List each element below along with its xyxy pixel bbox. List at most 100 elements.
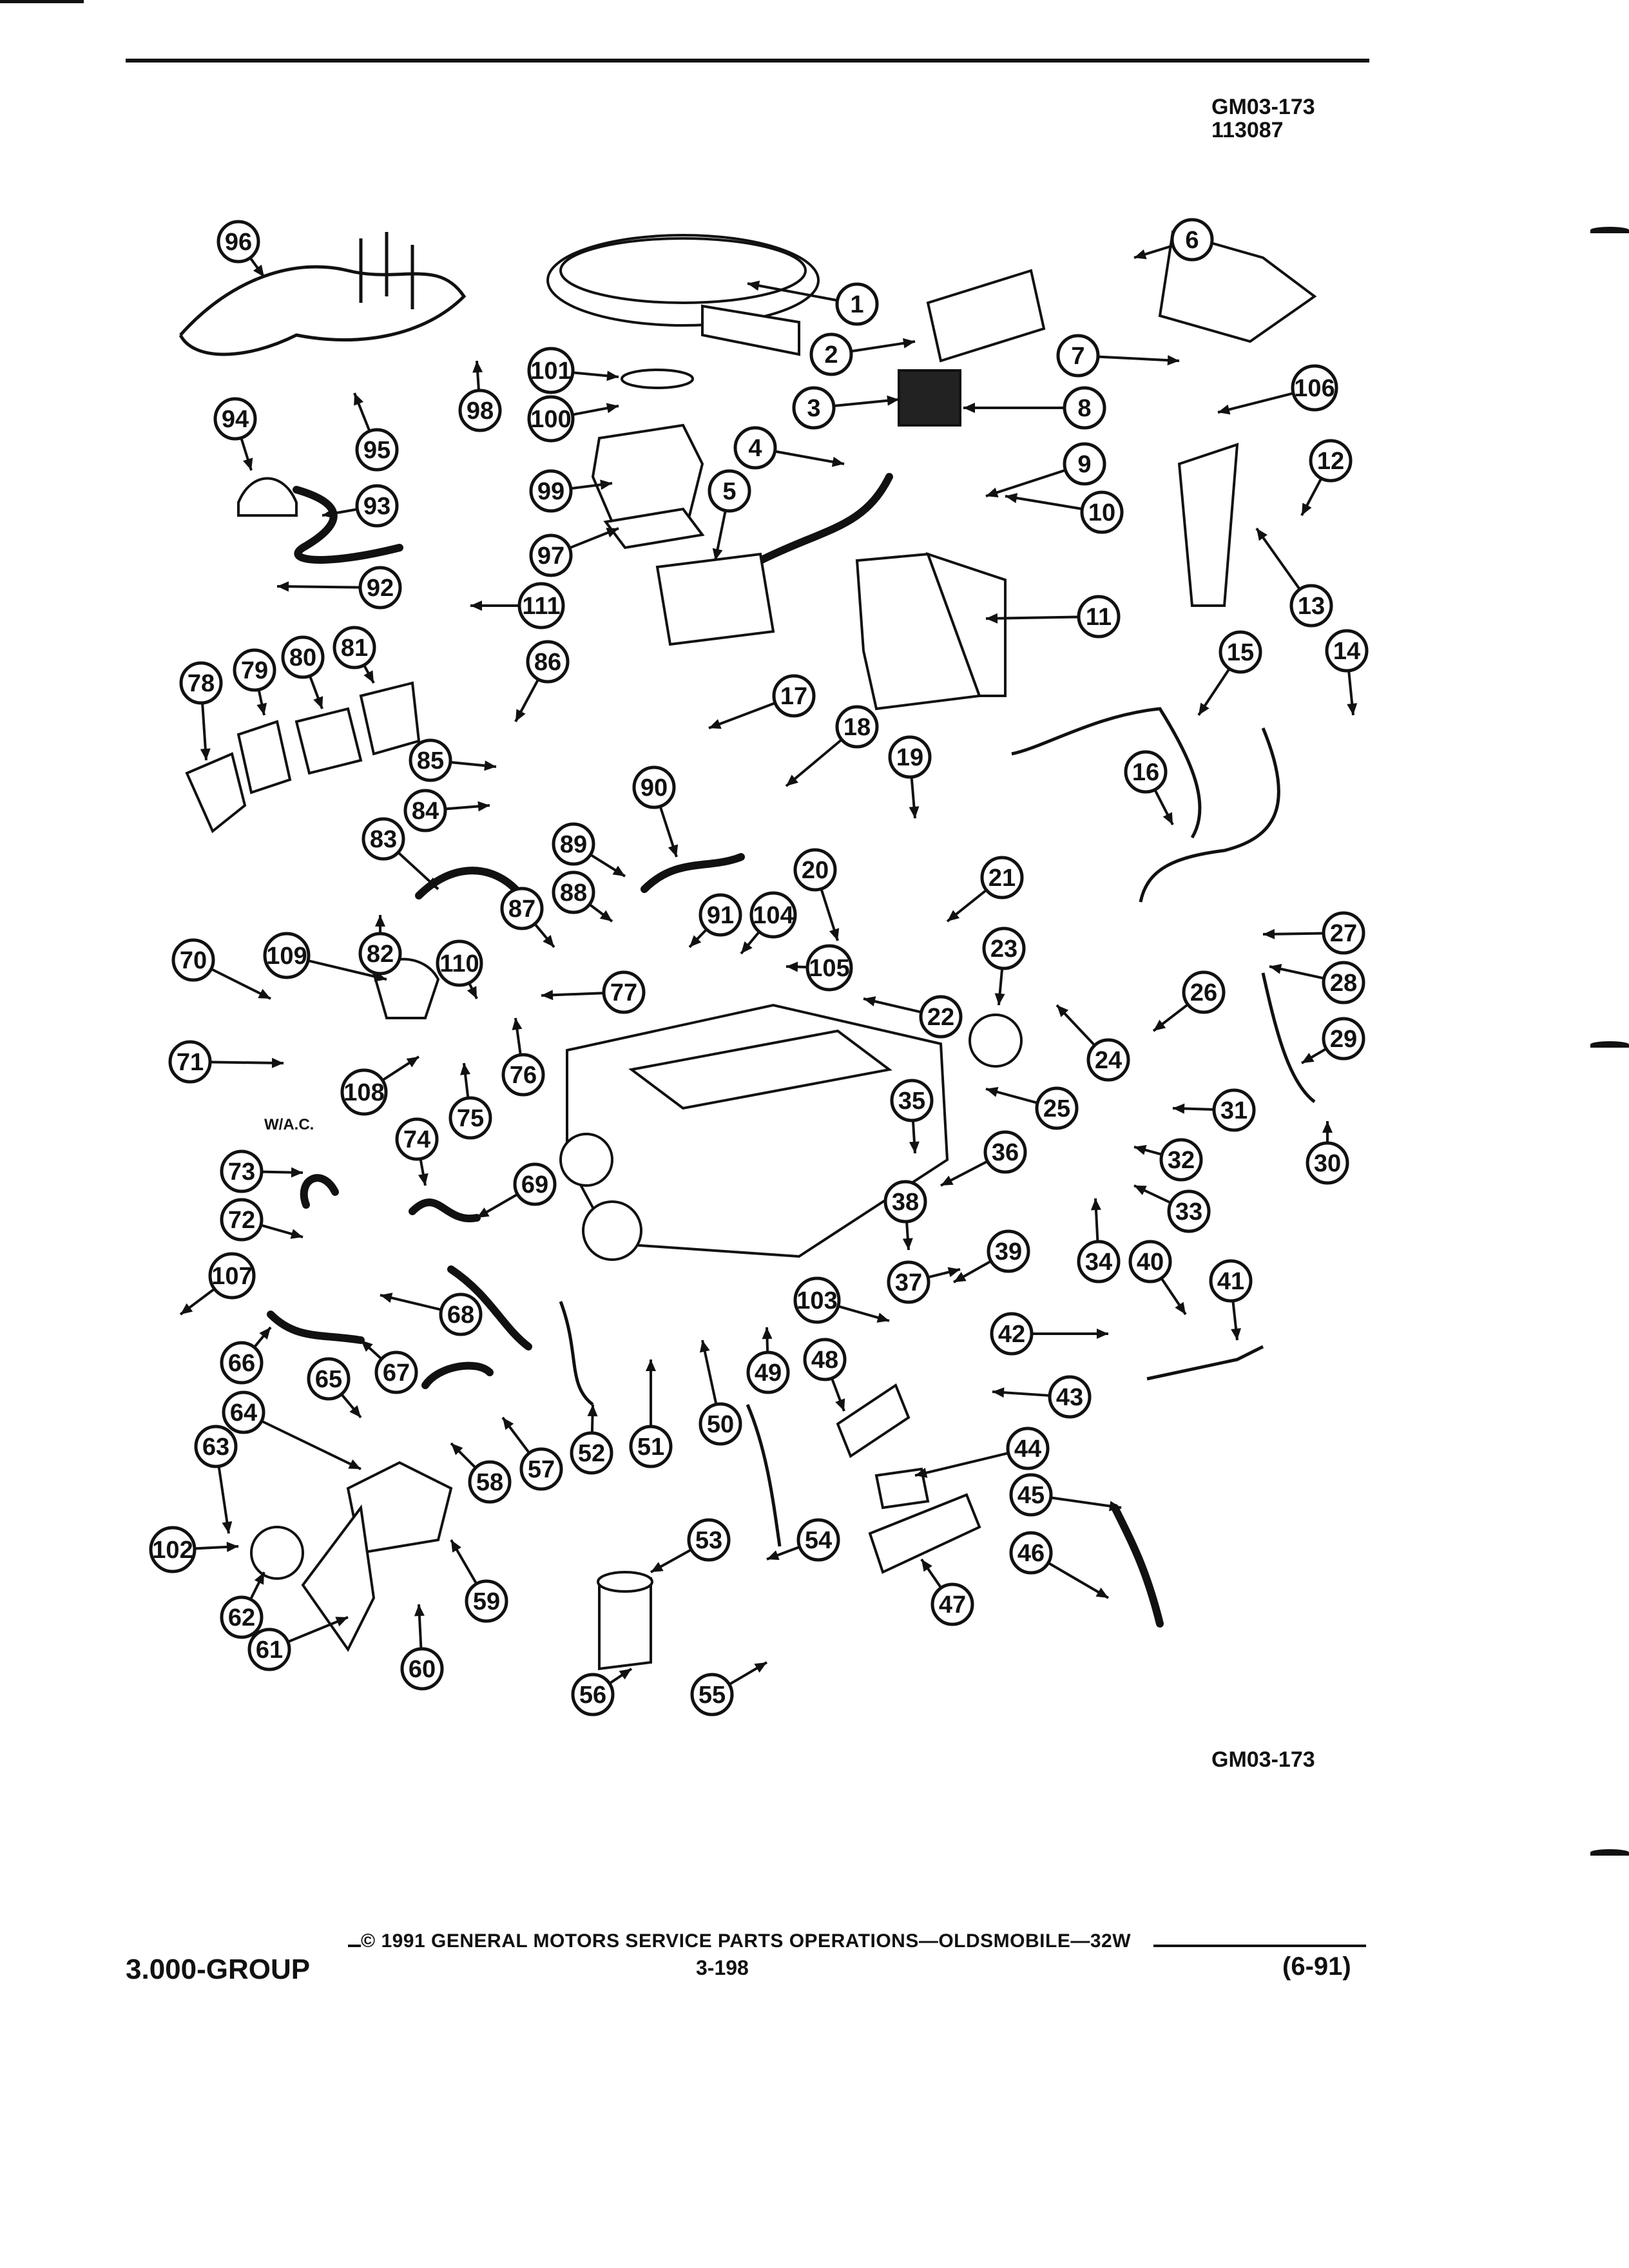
figure-code: GM03-173 [1211, 95, 1315, 119]
callout-1: 1 [835, 282, 879, 326]
leader-arrow-31 [1173, 1103, 1185, 1114]
callout-number: 107 [211, 1263, 252, 1290]
heat-stove-44 [874, 1467, 930, 1510]
leader-arrow-11 [986, 613, 998, 624]
vacuum-harness-14 [1139, 727, 1280, 903]
leader-arrow-6 [1134, 249, 1147, 260]
leader-arrow-9 [986, 487, 999, 498]
crankshaft-pulley [582, 1200, 642, 1261]
leader-line-10 [1005, 495, 1083, 510]
callout-number: 89 [560, 831, 587, 858]
callout-96: 96 [217, 220, 260, 264]
copyright-line: © 1991 GENERAL MOTORS SERVICE PARTS OPER… [361, 1930, 1132, 1952]
callout-number: 75 [457, 1105, 484, 1132]
callout-number: 6 [1185, 227, 1199, 254]
callout-number: 97 [537, 543, 564, 570]
carburetor-gasket [603, 507, 705, 550]
leader-arrow-80 [313, 696, 323, 709]
callout-number: 103 [796, 1287, 837, 1314]
leader-arrow-4 [831, 456, 844, 467]
ecm-bracket [855, 552, 981, 711]
air-cleaner-snorkel [701, 304, 800, 356]
callout-number: 87 [508, 896, 535, 923]
leader-line-44 [914, 1452, 1009, 1477]
leader-arrow-45 [1109, 1501, 1121, 1512]
heat-duct-hose [1111, 1504, 1164, 1628]
callout-number: 71 [177, 1049, 204, 1076]
leader-arrow-111 [470, 601, 482, 611]
callout-number: 35 [898, 1088, 925, 1115]
leader-line-7 [1097, 355, 1180, 362]
vacuum-harness-15 [1011, 707, 1202, 839]
leader-arrow-95 [354, 393, 364, 406]
callout-15: 15 [1219, 630, 1262, 674]
callout-number: 67 [383, 1360, 410, 1387]
callout-57: 57 [519, 1447, 563, 1491]
callout-38: 38 [883, 1180, 927, 1224]
binding-mark [1590, 1041, 1629, 1048]
callout-number: 81 [341, 635, 368, 662]
callout-number: 36 [992, 1139, 1019, 1166]
leader-line-106 [1217, 392, 1294, 414]
callout-108: 108 [340, 1068, 388, 1116]
callout-30: 30 [1306, 1141, 1349, 1185]
callout-number: 11 [1086, 604, 1112, 631]
leader-arrow-78 [200, 748, 211, 760]
ecm-module [926, 269, 1046, 363]
callout-14: 14 [1325, 629, 1369, 673]
callout-number: 91 [707, 902, 734, 929]
leader-arrow-88 [599, 910, 612, 921]
leader-arrow-66 [259, 1327, 271, 1340]
callout-number: 99 [537, 478, 564, 505]
canister-top [597, 1571, 653, 1593]
leader-arrow-101 [606, 370, 619, 381]
callout-5: 5 [708, 469, 751, 513]
callout-107: 107 [208, 1252, 256, 1300]
leader-arrow-33 [1134, 1186, 1147, 1195]
callout-number: 38 [892, 1189, 919, 1216]
egr-valve [969, 1014, 1023, 1068]
leader-arrow-16 [1162, 812, 1173, 825]
callout-10: 10 [1080, 490, 1124, 534]
leader-arrow-86 [516, 709, 526, 722]
callout-number: 76 [510, 1062, 537, 1089]
callout-number: 56 [579, 1682, 606, 1709]
callout-number: 53 [695, 1527, 722, 1554]
callout-39: 39 [987, 1229, 1030, 1273]
leader-arrow-84 [477, 801, 490, 812]
leader-arrow-100 [606, 403, 619, 414]
leader-arrow-68 [380, 1293, 393, 1303]
callout-number: 95 [363, 437, 390, 464]
leader-arrow-17 [709, 719, 722, 729]
callout-26: 26 [1182, 970, 1226, 1014]
callout-number: 46 [1017, 1540, 1045, 1567]
intake-manifold [628, 1029, 892, 1110]
callout-number: 104 [753, 902, 793, 929]
leader-arrow-103 [876, 1312, 889, 1323]
callout-51: 51 [629, 1425, 673, 1468]
callout-number: 3 [807, 395, 820, 422]
leader-arrow-14 [1347, 703, 1358, 715]
callout-number: 62 [228, 1604, 255, 1631]
callout-number: 93 [363, 493, 390, 520]
leader-line-92 [276, 585, 361, 589]
callout-82: 82 [358, 932, 402, 975]
callout-81: 81 [333, 626, 376, 669]
leader-arrow-110 [467, 986, 477, 999]
leader-arrow-67 [361, 1340, 373, 1352]
leader-lines [179, 244, 1358, 1686]
callout-60: 60 [400, 1647, 444, 1691]
scan-corner-mark [0, 0, 84, 3]
leader-arrow-5 [712, 548, 723, 561]
gasket-ring [621, 369, 694, 389]
callout-2: 2 [809, 332, 853, 376]
leader-arrow-83 [426, 877, 438, 889]
callout-number: 110 [439, 950, 479, 977]
leader-arrow-71 [271, 1057, 284, 1068]
leader-arrow-105 [786, 961, 798, 972]
callout-number: 68 [447, 1302, 474, 1329]
callout-number: 10 [1088, 499, 1115, 526]
callout-79: 79 [233, 648, 276, 692]
callout-9: 9 [1063, 442, 1106, 486]
